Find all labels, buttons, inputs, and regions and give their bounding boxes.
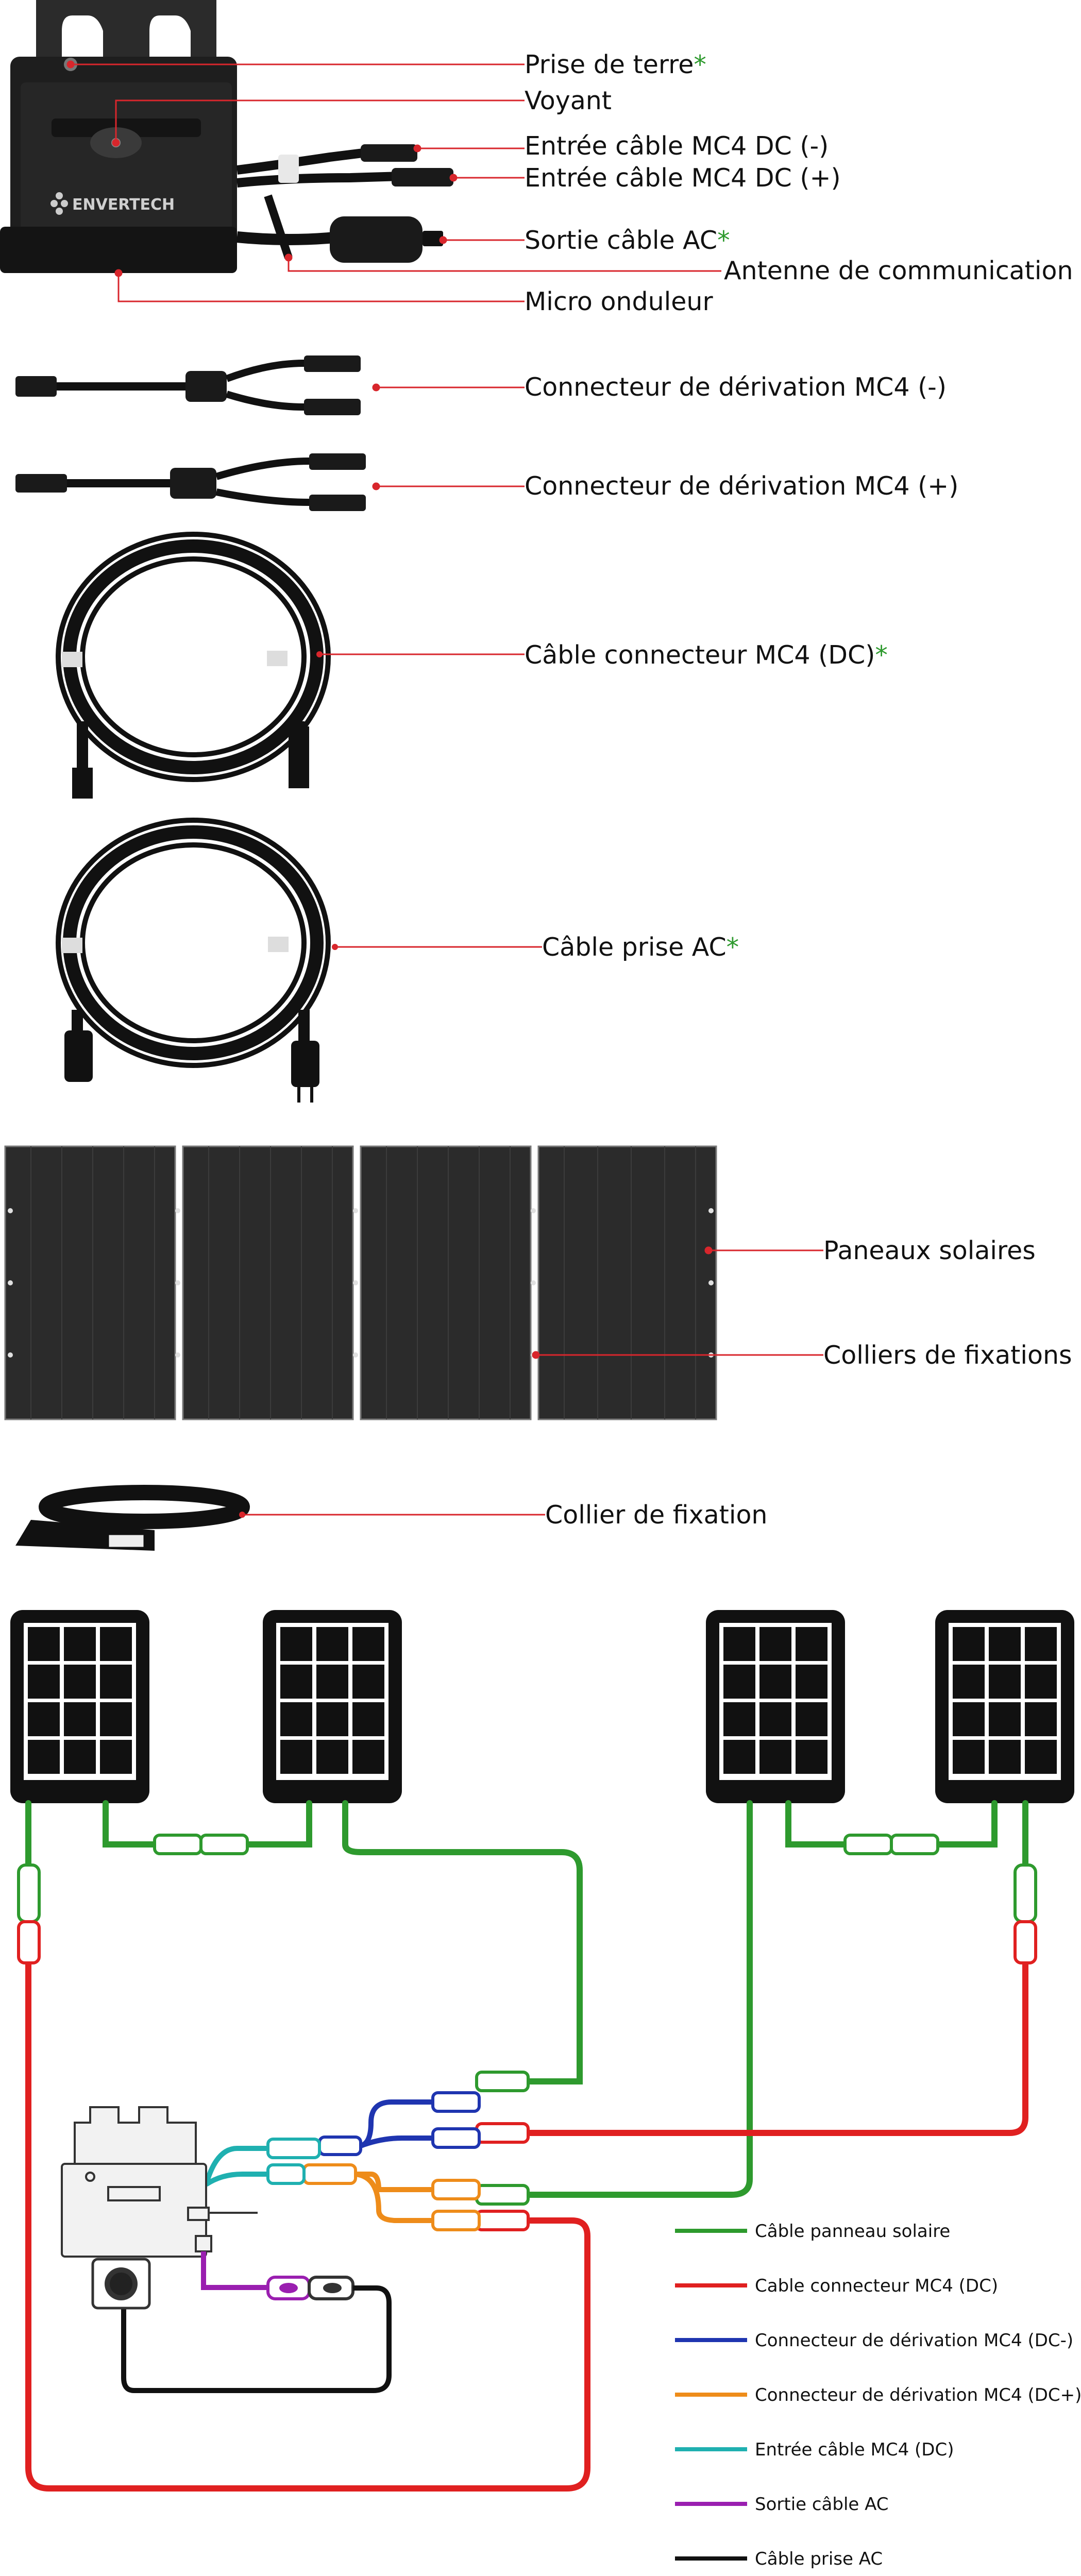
solar-panel (360, 1145, 532, 1420)
label-dc-in-minus: Entrée câble MC4 DC (-) (525, 131, 829, 161)
label-ac-out: Sortie câble AC (525, 226, 717, 255)
legend-item: Cable connecteur MC4 (DC) (675, 2276, 998, 2296)
branch-connector-plus (15, 453, 366, 511)
cable-mc4-dc (25, 1960, 1028, 2492)
svg-text:Câble connecteur MC4 (DC)*: Câble connecteur MC4 (DC)* (525, 640, 888, 670)
branch-connector-minus (15, 355, 361, 415)
cable-ac-output (201, 2251, 268, 2290)
legend-label: Câble prise AC (755, 2549, 883, 2569)
cable-branch-dc-minus (360, 2099, 433, 2148)
leader-dc-cable (316, 651, 525, 657)
ac-cable-coil (56, 818, 331, 1103)
wiring-diagram (10, 1610, 1074, 2492)
legend-label: Connecteur de dérivation MC4 (DC+) (755, 2385, 1081, 2405)
legend-label: Connecteur de dérivation MC4 (DC-) (755, 2330, 1073, 2351)
legend-label: Câble panneau solaire (755, 2221, 950, 2242)
cable-ac-plug (121, 2285, 392, 2393)
svg-text:Câble prise AC*: Câble prise AC* (542, 933, 739, 962)
legend-label: Cable connecteur MC4 (DC) (755, 2276, 998, 2296)
legend-label: Entrée câble MC4 (DC) (755, 2439, 954, 2460)
label-panels: Paneaux solaires (823, 1236, 1036, 1265)
panel-icon (263, 1610, 402, 1803)
asterisk-ac-cable: * (727, 933, 739, 962)
cable-panel-solar (25, 1800, 1028, 2198)
leader-ac-cable (332, 944, 542, 950)
asterisk-dc-cable: * (875, 640, 888, 670)
brand-name: ENVERTECH (72, 196, 175, 214)
label-ac-cable: Câble prise AC (542, 933, 727, 962)
solar-panel (4, 1145, 176, 1420)
cable-input-mc4-dc (204, 2146, 268, 2187)
label-dc-cable: Câble connecteur MC4 (DC) (525, 640, 875, 670)
svg-text:Sortie câble AC*: Sortie câble AC* (525, 226, 730, 255)
leader-clamp (239, 1512, 545, 1518)
solar-panel (182, 1145, 354, 1420)
labels-micro: Prise de terre* Voyant Entrée câble MC4 … (525, 50, 1073, 316)
solar-panels-photo (4, 1145, 717, 1420)
solar-panel (537, 1145, 717, 1420)
label-led: Voyant (525, 86, 612, 115)
leaders-panels (532, 1246, 823, 1359)
label-branch-minus: Connecteur de dérivation MC4 (-) (525, 372, 947, 402)
wall-socket (91, 2258, 151, 2310)
legend-item: Câble panneau solaire (675, 2221, 950, 2242)
leaders-micro (66, 60, 721, 302)
panel-icon (935, 1610, 1074, 1803)
label-dc-in-plus: Entrée câble MC4 DC (+) (525, 163, 841, 193)
micro-inverter-sketch (61, 2106, 258, 2258)
label-ground: Prise de terre (525, 50, 694, 79)
label-clamp: Collier de fixation (545, 1500, 767, 1530)
label-antenna: Antenne de communication (724, 256, 1073, 285)
label-branch-plus: Connecteur de dérivation MC4 (+) (525, 471, 958, 501)
label-clamps: Colliers de fixations (823, 1341, 1072, 1370)
legend-item: Entrée câble MC4 (DC) (675, 2439, 954, 2460)
asterisk-ground: * (694, 50, 706, 79)
legend-item: Connecteur de dérivation MC4 (DC-) (675, 2330, 1073, 2351)
panel-icon (706, 1610, 845, 1803)
ac-output-connector (330, 216, 423, 263)
legend-item: Connecteur de dérivation MC4 (DC+) (675, 2385, 1081, 2405)
legend-item: Sortie câble AC (675, 2494, 889, 2515)
cable-branch-dc-plus (355, 2172, 433, 2223)
micro-inverter: ENVERTECH (0, 0, 453, 273)
leaders-branch (372, 383, 525, 490)
clamp-strap (15, 1485, 250, 1551)
legend-label: Sortie câble AC (755, 2494, 889, 2515)
dc-cable-coil (56, 532, 331, 799)
asterisk-ac-out: * (717, 226, 730, 255)
legend-item: Câble prise AC (675, 2549, 883, 2569)
label-micro: Micro onduleur (525, 287, 713, 316)
svg-text:Prise de terre*: Prise de terre* (525, 50, 706, 79)
panel-icon (10, 1610, 149, 1803)
envertech-logo: ENVERTECH (50, 192, 175, 215)
